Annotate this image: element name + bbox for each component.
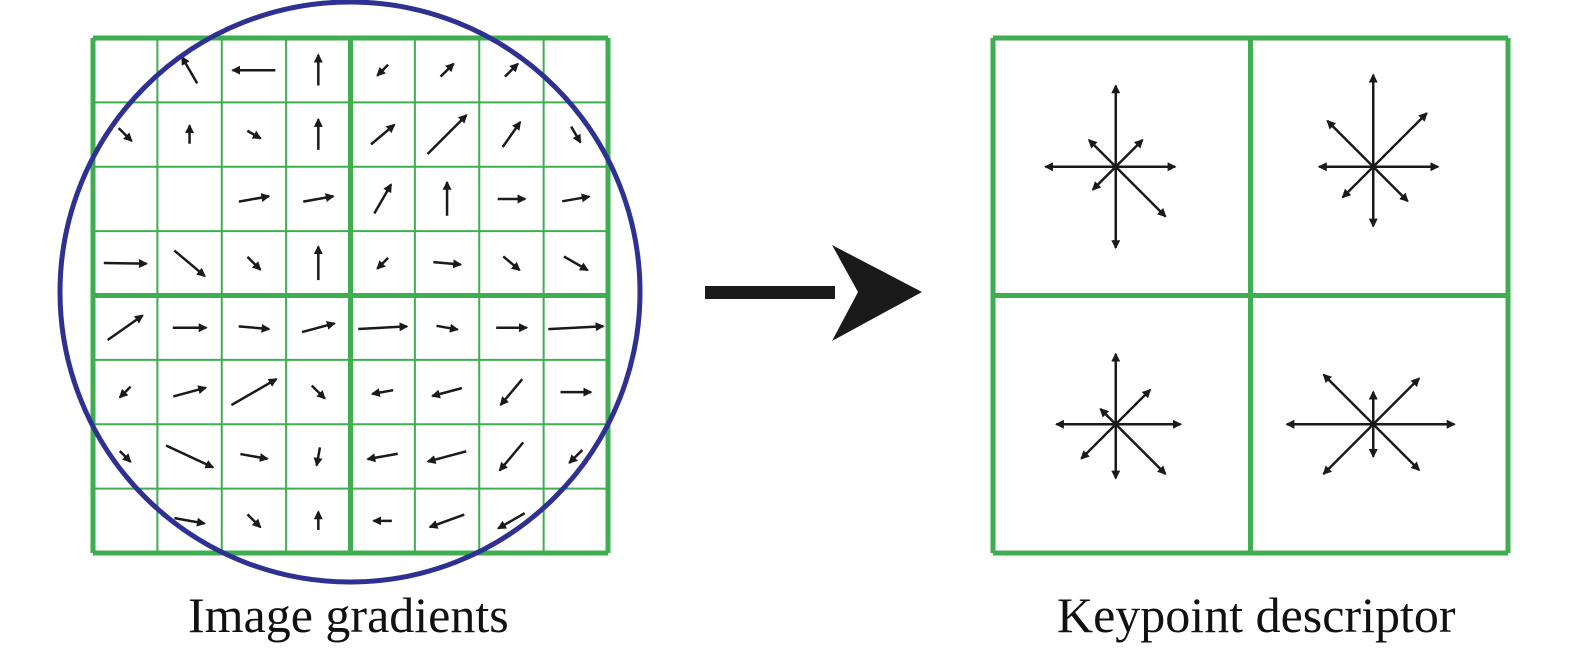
histogram-bin-arrow <box>1091 165 1117 191</box>
gradient-arrow <box>497 512 526 530</box>
histogram-bin-arrow <box>1372 112 1428 168</box>
gradient-arrow <box>313 447 323 467</box>
gradient-arrow <box>246 129 262 140</box>
gradient-arrow <box>370 388 394 398</box>
histogram-bin-arrow <box>1080 423 1117 460</box>
histogram-bin-arrow <box>1322 423 1375 475</box>
histogram-bin-arrow <box>1114 423 1167 475</box>
gradient-arrow <box>430 386 463 399</box>
gradient-arrow <box>366 452 398 463</box>
image-gradients-panel <box>57 0 643 585</box>
gradient-arrow <box>118 450 132 463</box>
histogram-bin-arrow <box>1372 377 1421 426</box>
gradient-arrow <box>499 378 524 406</box>
subregion-grid <box>90 35 611 556</box>
histogram-bin-arrow <box>1088 139 1117 168</box>
gradient-arrow <box>548 322 605 332</box>
histogram-bin-arrow <box>1114 165 1167 218</box>
histogram-bin-arrow <box>1341 165 1375 199</box>
histogram-bin-arrow <box>1322 373 1375 426</box>
gradient-arrow <box>439 62 455 78</box>
gradient-arrow <box>562 193 591 203</box>
gaussian-window-circle <box>57 0 643 585</box>
gradient-arrow <box>428 513 465 529</box>
gradient-arrow <box>504 62 519 78</box>
gradient-arrow <box>303 193 335 203</box>
gradient-arrow <box>246 255 262 271</box>
gradient-arrow <box>106 314 144 341</box>
gradient-arrow <box>103 259 148 269</box>
gradient-arrow <box>436 323 459 333</box>
gradient-arrow <box>118 385 132 399</box>
image-gradients-caption: Image gradients <box>188 587 509 643</box>
histogram-bin-arrow <box>1372 165 1409 203</box>
transform-arrow <box>705 245 922 341</box>
gradient-arrow <box>570 125 582 144</box>
orientation-histogram-top-left <box>1044 84 1177 250</box>
gradient-arrow <box>310 384 326 400</box>
gradient-arrow <box>568 449 584 464</box>
gradient-arrow <box>498 441 525 472</box>
keypoint-descriptor-panel <box>990 35 1511 556</box>
orientation-histogram-bottom-left <box>1054 352 1182 480</box>
histogram-bin-arrow <box>1099 408 1117 426</box>
histogram-bin-arrow <box>1114 388 1152 426</box>
gradient-arrow <box>502 255 521 272</box>
gradient-arrow <box>238 323 271 333</box>
gradient-arrow <box>230 377 278 407</box>
gradient-arrows <box>103 53 605 530</box>
gradient-arrow <box>117 127 133 143</box>
gradient-arrow <box>180 55 199 85</box>
gradient-arrow <box>501 120 522 148</box>
orientation-histogram-bottom-right <box>1285 373 1456 475</box>
gradient-arrow <box>174 516 206 527</box>
gradient-arrow <box>370 123 396 146</box>
orientation-histogram-top-right <box>1317 73 1440 228</box>
gradient-arrow <box>433 259 463 269</box>
gradient-arrow <box>240 452 269 462</box>
gradient-arrow <box>373 183 393 215</box>
histogram-bin-arrow <box>1326 119 1375 168</box>
gradient-arrow <box>426 450 467 464</box>
gradient-arrow <box>376 257 389 270</box>
gradient-arrow <box>172 385 208 398</box>
histogram-bin-arrow <box>1372 423 1421 472</box>
gradient-arrow <box>563 255 589 272</box>
gradient-arrow <box>301 320 336 334</box>
keypoint-descriptor-caption: Keypoint descriptor <box>1057 587 1456 643</box>
gradient-arrow <box>238 193 271 203</box>
gradient-arrow <box>426 114 468 155</box>
gradient-arrow <box>173 249 206 278</box>
histogram-bin-arrow <box>1114 139 1144 168</box>
gradient-arrow <box>246 513 262 529</box>
gradient-arrow <box>376 63 389 77</box>
descriptor-grid <box>990 35 1511 556</box>
gradient-arrow <box>358 322 409 332</box>
orientation-histograms <box>1044 73 1456 480</box>
gradient-arrow <box>165 444 215 469</box>
